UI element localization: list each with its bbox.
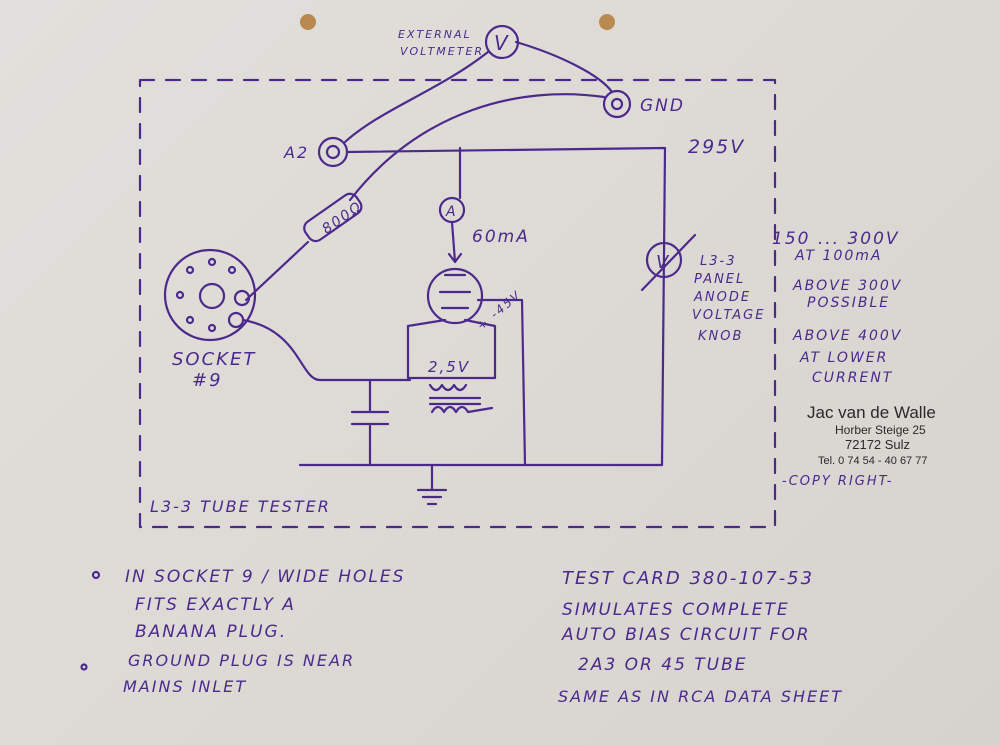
terminal-hole xyxy=(610,97,624,111)
note-right: SIMULATES COMPLETE xyxy=(562,600,790,620)
socket-label-2: #9 xyxy=(192,370,223,391)
transformer-icon xyxy=(428,383,494,414)
cork-pin-icon xyxy=(599,14,615,30)
socket-hole xyxy=(185,315,195,325)
socket-hole xyxy=(175,290,185,300)
bullet-icon xyxy=(91,570,101,580)
panel-label: ANODE xyxy=(693,290,751,305)
current-label: 60mA xyxy=(472,227,530,247)
panel-voltmeter-icon xyxy=(645,241,683,279)
ground-icon xyxy=(298,463,664,506)
external-voltmeter-label-1: EXTERNAL xyxy=(398,28,472,41)
heater-label: 2,5V xyxy=(428,358,470,376)
wire xyxy=(514,40,614,94)
side-note: ABOVE 300V xyxy=(792,278,902,294)
gnd-terminal-icon xyxy=(602,89,632,119)
panel-label: VOLTAGE xyxy=(692,308,765,323)
address-phone: Tel. 0 74 54 - 40 67 77 xyxy=(818,455,927,467)
resistor-icon xyxy=(303,192,363,243)
socket-hole xyxy=(207,257,217,267)
note-right: TEST CARD 380-107-53 xyxy=(562,568,814,589)
wire xyxy=(244,240,310,302)
supply-voltage: 295V xyxy=(688,136,745,158)
voltmeter-symbol: V xyxy=(494,31,510,55)
address-name: Jac van de Walle xyxy=(807,403,936,422)
socket-hole xyxy=(185,265,195,275)
note-left: FITS EXACTLY A xyxy=(135,595,296,615)
note-left: GROUND PLUG IS NEAR xyxy=(128,651,355,670)
address-street: Horber Steige 25 xyxy=(835,423,926,437)
panel-label: L3-3 xyxy=(700,254,736,269)
side-note: POSSIBLE xyxy=(807,295,890,311)
socket-wide-hole xyxy=(233,289,251,307)
external-voltmeter-label-2: VOLTMETER xyxy=(400,45,484,58)
cork-pin-icon xyxy=(300,14,316,30)
wire xyxy=(476,298,527,467)
side-note: CURRENT xyxy=(812,370,893,386)
gnd-label: GND xyxy=(640,96,685,116)
ammeter-symbol: A xyxy=(445,204,458,220)
panel-label: KNOB xyxy=(698,329,743,344)
a2-label: A2 xyxy=(283,143,309,162)
wire xyxy=(343,50,490,144)
tube-electrodes xyxy=(438,273,472,310)
note-left: MAINS INLET xyxy=(123,677,247,696)
bullet-icon xyxy=(80,663,88,671)
socket-9-icon xyxy=(163,248,257,342)
tester-label: L3-3 TUBE TESTER xyxy=(150,497,331,516)
heater-wire xyxy=(406,318,497,380)
resistor-label: 800Ω xyxy=(319,198,365,237)
panel-label: PANEL xyxy=(694,272,745,287)
tube-icon xyxy=(426,267,484,325)
socket-hole xyxy=(207,323,217,333)
capacitor-icon xyxy=(350,378,390,467)
note-left: BANANA PLUG. xyxy=(135,622,287,642)
a2-terminal-icon xyxy=(317,136,349,168)
socket-hole xyxy=(227,265,237,275)
wire xyxy=(348,93,606,202)
wire xyxy=(241,318,412,382)
socket-label-1: SOCKET xyxy=(172,349,256,370)
socket-center xyxy=(198,282,226,310)
tester-outline xyxy=(138,78,777,529)
side-note: AT LOWER xyxy=(799,350,888,366)
note-left: IN SOCKET 9 / WIDE HOLES xyxy=(125,567,405,587)
side-note: 150 ... 300V xyxy=(772,229,900,249)
side-note: AT 100mA xyxy=(794,248,883,264)
note-right: AUTO BIAS CIRCUIT FOR xyxy=(561,625,811,645)
panel-voltmeter-symbol: V xyxy=(656,252,670,273)
note-right: 2A3 OR 45 TUBE xyxy=(578,655,748,675)
terminal-hole xyxy=(325,144,341,160)
arrow-down-icon xyxy=(447,220,463,264)
note-right: SAME AS IN RCA DATA SHEET xyxy=(558,687,843,706)
side-note: ABOVE 400V xyxy=(792,328,902,344)
address-city: 72172 Sulz xyxy=(845,437,910,452)
adjust-arrow xyxy=(640,233,697,292)
supply-wire xyxy=(345,146,667,467)
socket-wide-hole xyxy=(227,311,245,329)
copyright-note: -COPY RIGHT- xyxy=(782,474,893,489)
